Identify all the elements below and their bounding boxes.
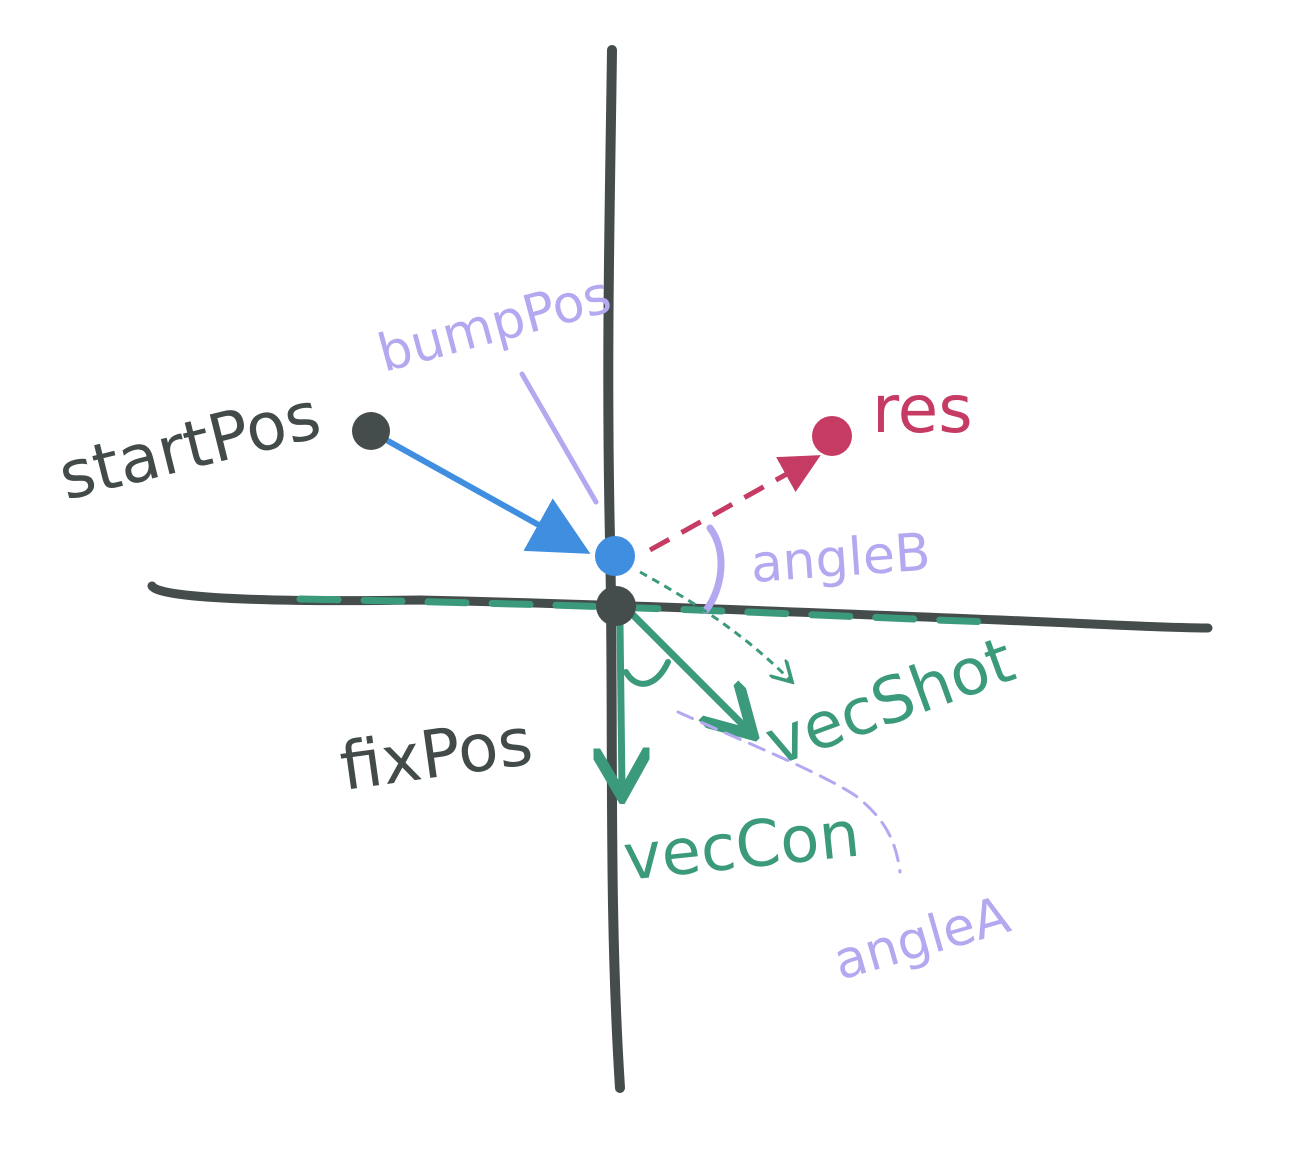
- fixpos-point: [596, 586, 636, 626]
- res-label: res: [872, 371, 973, 448]
- res-dashed-arrow: [648, 455, 821, 553]
- veccon-label: vecCon: [620, 798, 863, 896]
- bumppos-label: bumpPos: [372, 265, 617, 385]
- res-point: [812, 416, 852, 456]
- veccon-arrow: [620, 623, 622, 790]
- anglea-dashed-pointer: [676, 710, 902, 874]
- startpos-label: startPos: [51, 376, 328, 515]
- bumppos-pointer-line: [519, 371, 599, 505]
- fixpos-label: fixPos: [336, 703, 538, 806]
- angle-a-arc: [623, 659, 671, 687]
- startpos-point: [352, 412, 390, 450]
- bump-dashed-green-arrow: [639, 570, 790, 680]
- bumppos-point: [595, 536, 635, 576]
- vecshot-label: vecShot: [756, 623, 1024, 781]
- horizontal-reference-dashed: [296, 595, 994, 626]
- angle-b-arc: [702, 524, 725, 614]
- start-to-bump-arrow: [370, 429, 591, 554]
- angleb-label: angleB: [749, 523, 933, 595]
- vecshot-arrow: [629, 611, 748, 730]
- horizontal-axis: [147, 581, 1213, 633]
- anglea-label: angleA: [827, 885, 1017, 992]
